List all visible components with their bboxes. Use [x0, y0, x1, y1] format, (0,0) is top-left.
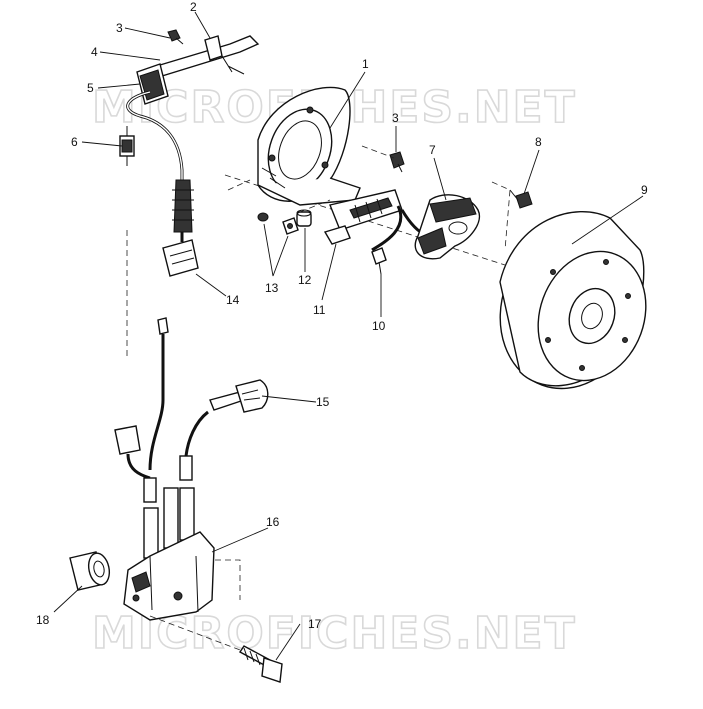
part-1-stator-plate: [257, 86, 361, 206]
part-2-bracket: [148, 35, 260, 77]
wire-harness-upper: [126, 90, 184, 200]
callout-17: 17: [308, 617, 322, 631]
callout-9: 9: [641, 183, 648, 197]
leader-lines: [53, 11, 644, 661]
callout-11: 11: [313, 303, 326, 317]
callout-15: 15: [316, 395, 330, 409]
callout-5: 5: [87, 81, 94, 95]
guide-1: [227, 179, 251, 191]
axis-line-center: [224, 174, 506, 266]
part-16-ignition-coil: [123, 487, 215, 621]
callout-3-middle: 3: [392, 111, 399, 125]
callout-18: 18: [36, 613, 50, 627]
callout-7: 7: [429, 143, 436, 157]
part-15-spark-plug-cap: [179, 379, 269, 481]
guide-2: [299, 199, 331, 213]
part-7-charging-coil: [414, 194, 481, 260]
part-12-spacer: [296, 209, 312, 227]
part-18-sleeve: [69, 551, 111, 591]
guide-3: [215, 559, 241, 600]
part-8-screw: [491, 181, 533, 251]
callout-4: 4: [91, 45, 98, 59]
callout-14: 14: [226, 293, 240, 307]
callout-13: 13: [265, 281, 279, 295]
part-3-screw-top: [167, 29, 184, 45]
callout-2: 2: [190, 0, 197, 14]
callout-1: 1: [362, 57, 369, 71]
callout-6: 6: [71, 135, 78, 149]
lower-wire-set: [114, 317, 169, 503]
callout-3-top: 3: [116, 21, 123, 35]
callout-labels: 1 2 3 3 4 5 6 7 8 9 10 11 12 13 14 15 16…: [36, 0, 648, 631]
part-14-coil: [162, 179, 199, 277]
part-6-connector: [119, 126, 135, 166]
callout-12: 12: [298, 273, 312, 287]
callout-16: 16: [266, 515, 280, 529]
part-17-bolt: [149, 615, 283, 683]
part-13-screws: [257, 212, 299, 235]
callout-8: 8: [535, 135, 542, 149]
callout-10: 10: [372, 319, 386, 333]
part-9-flywheel: [499, 210, 647, 390]
part-3-screw-middle: [361, 145, 405, 173]
part-10-screw: [371, 247, 387, 275]
